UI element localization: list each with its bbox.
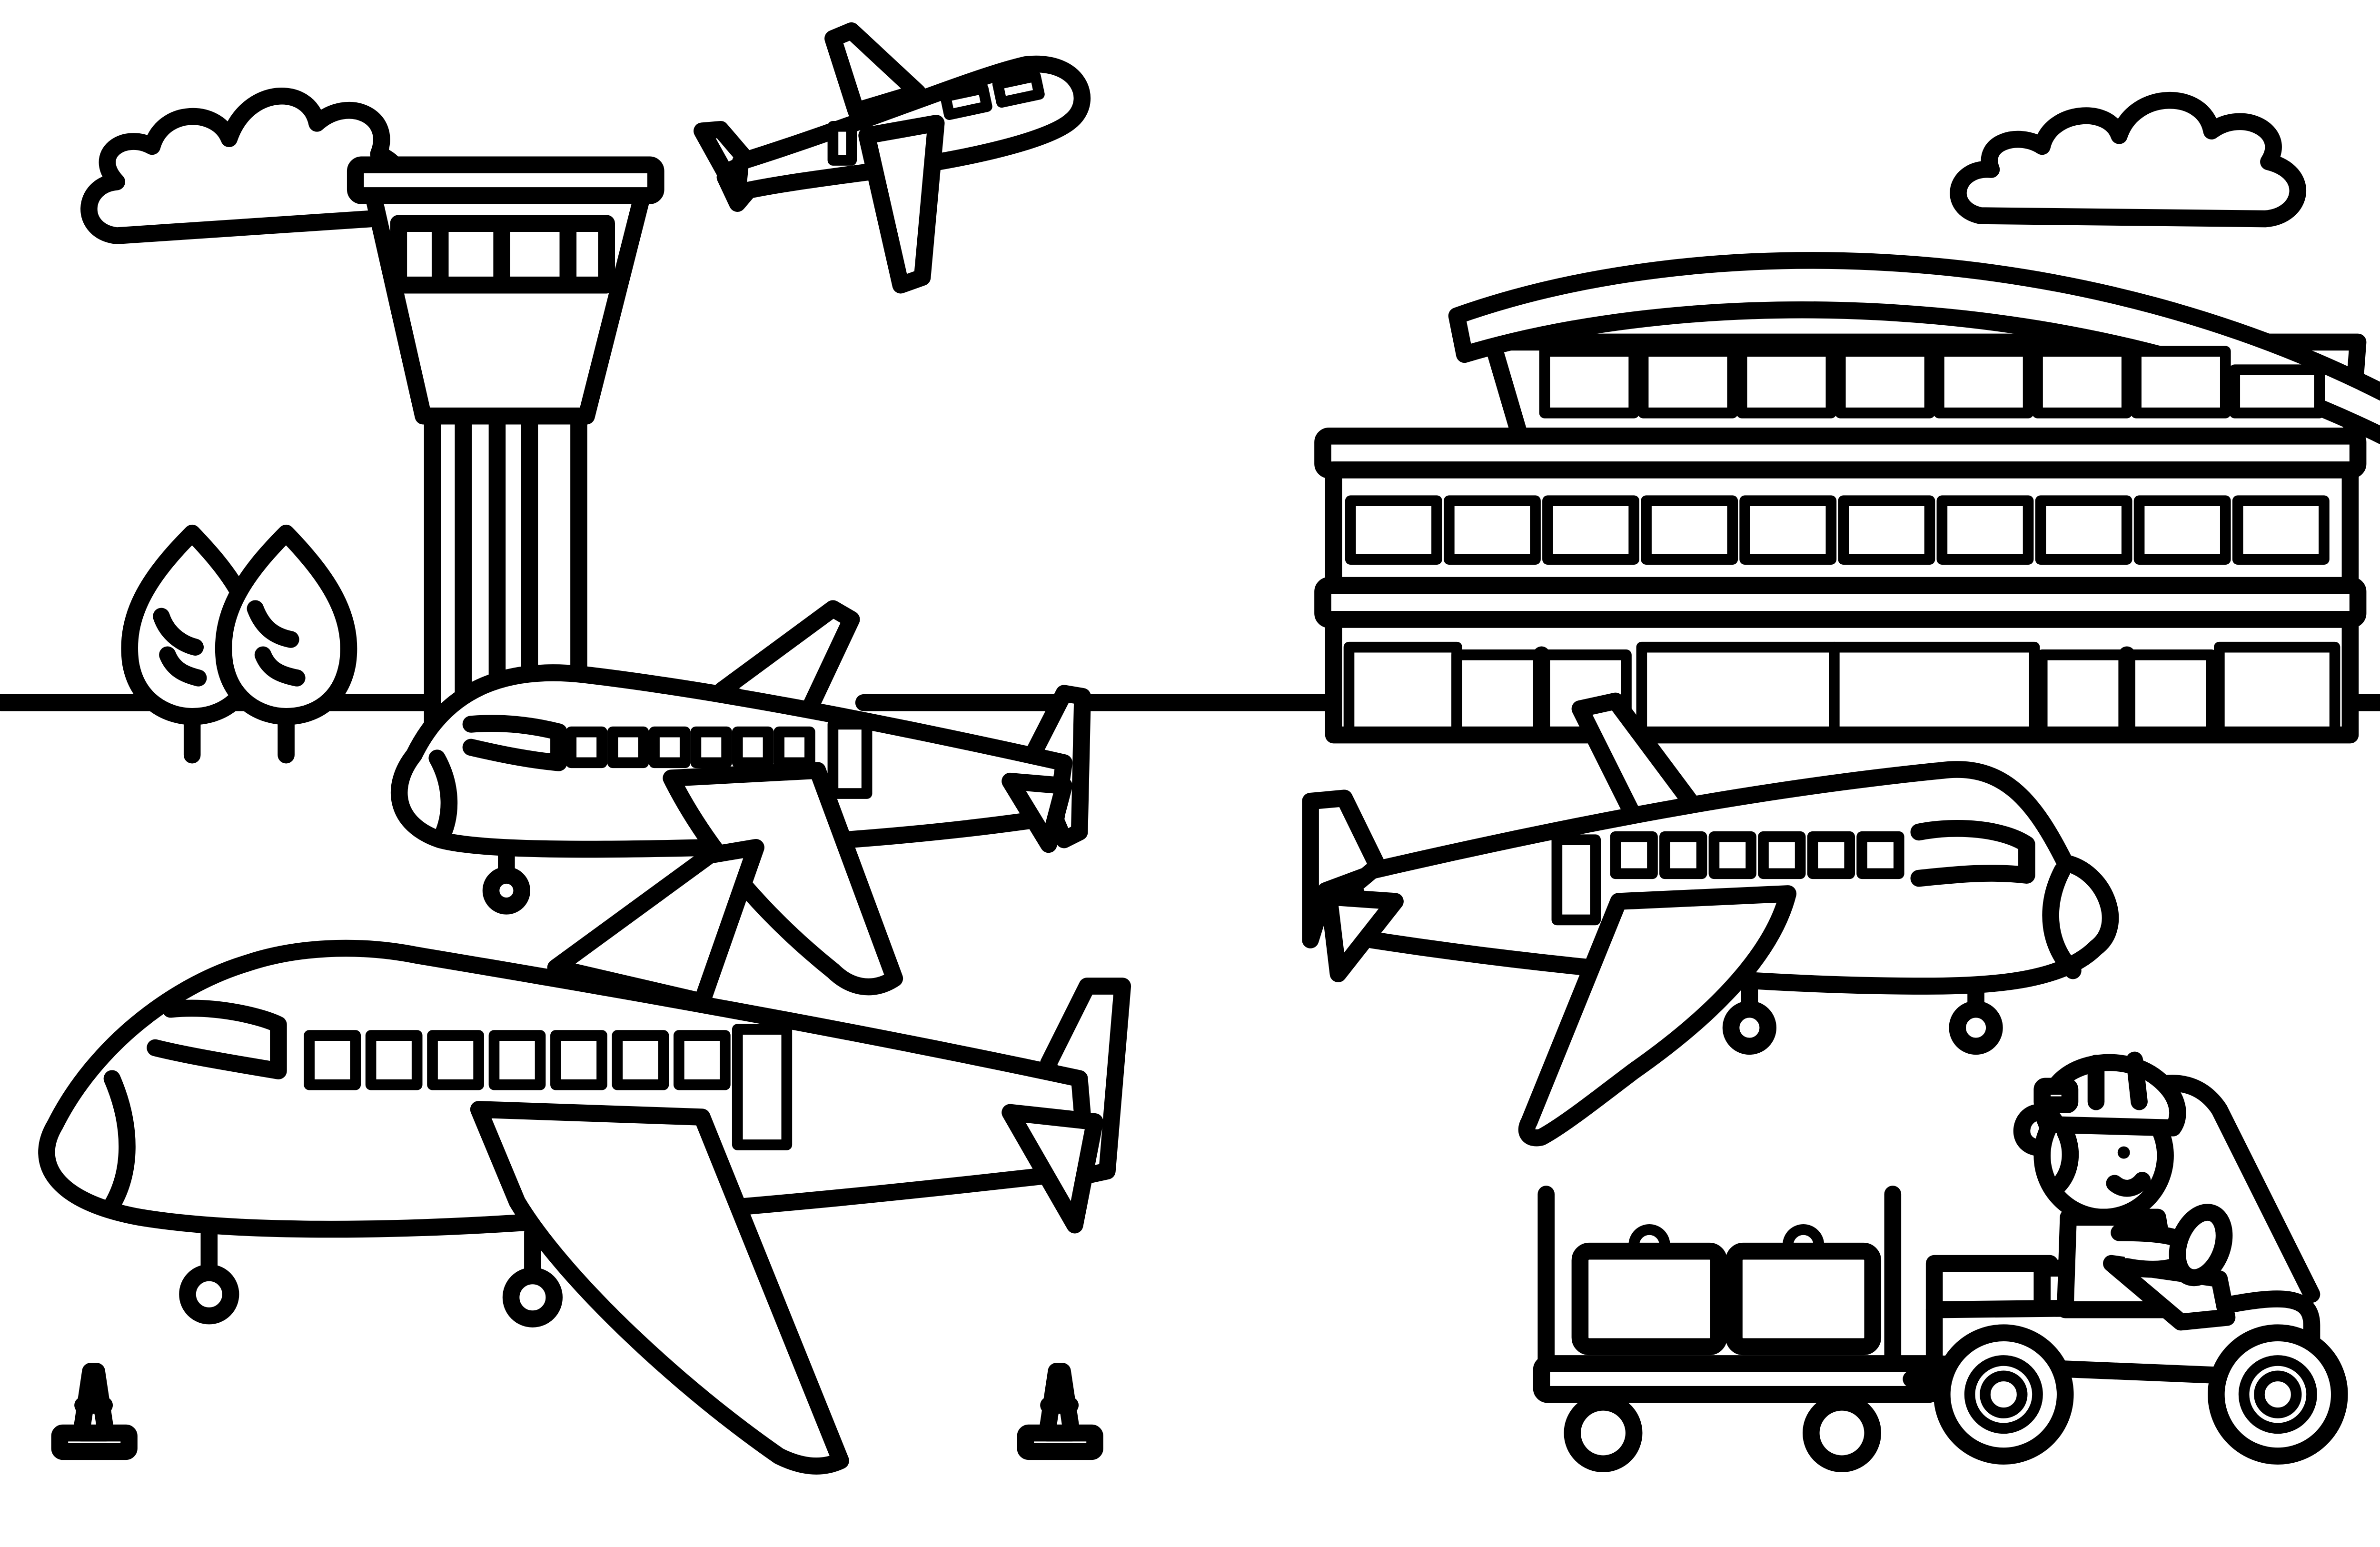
flying-airplane bbox=[694, 22, 1091, 294]
suitcase-left bbox=[1571, 1224, 1727, 1356]
airplane-right-windows bbox=[1551, 831, 1904, 926]
terminal-middle-windows bbox=[1345, 495, 2330, 565]
trees bbox=[121, 524, 357, 764]
traffic-cone-left bbox=[51, 1363, 138, 1460]
parked-airplane-right bbox=[1302, 692, 2119, 1147]
control-tower bbox=[347, 156, 664, 738]
airplane-middle-windows bbox=[565, 719, 873, 799]
terminal-top-windows bbox=[1539, 346, 2325, 419]
terminal-building bbox=[1314, 252, 2380, 744]
terminal-ground-floor bbox=[1343, 641, 2340, 740]
cloud-left bbox=[80, 88, 411, 244]
suitcase-right bbox=[1726, 1224, 1882, 1356]
cloud-right bbox=[1950, 91, 2306, 228]
traffic-cone-right bbox=[1017, 1363, 1103, 1460]
parked-airplane-front bbox=[38, 839, 1131, 1475]
parked-airplane-middle bbox=[391, 600, 1091, 996]
baggage-cart bbox=[1533, 1186, 1943, 1473]
airplane-front-windows bbox=[304, 1024, 793, 1150]
worker-with-helmet bbox=[2013, 1051, 2236, 1331]
